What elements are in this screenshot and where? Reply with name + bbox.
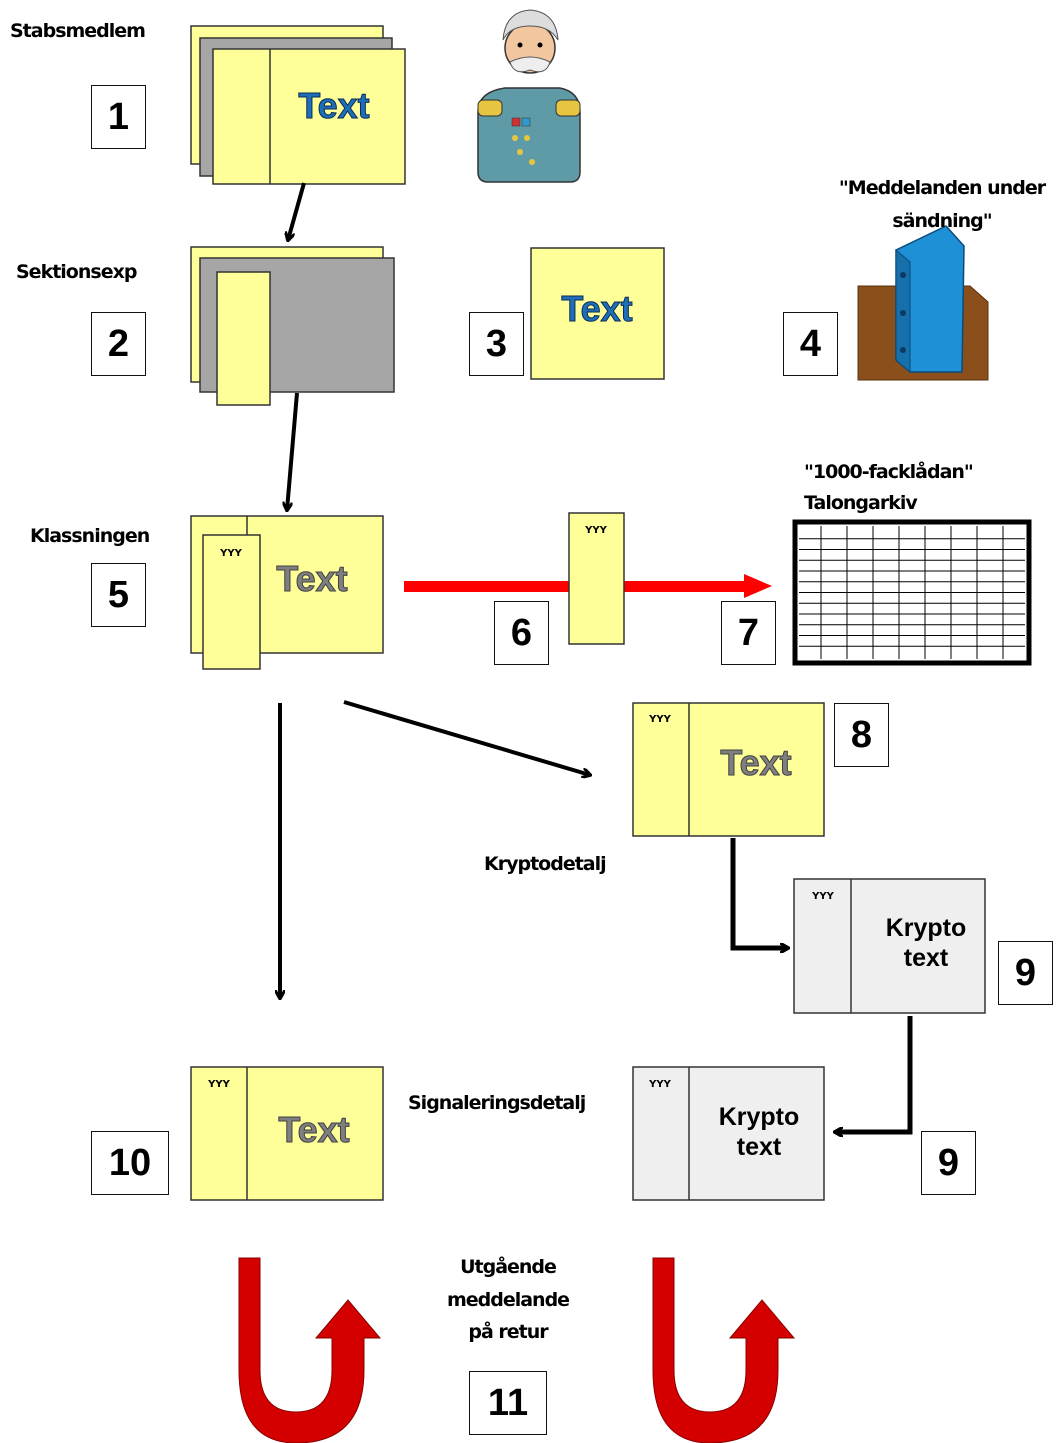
arrow-9-to-9 (835, 1016, 913, 1132)
crypto-tag-9b: YYY (648, 1079, 671, 1090)
arrow-2-to-5 (287, 392, 299, 510)
uturn-arrow-right (652, 1257, 796, 1443)
label-signaleringsdetalj: Signaleringsdetalj (408, 1092, 586, 1114)
step-number-3: 3 (469, 312, 524, 376)
card-text-10: Text (278, 1109, 349, 1150)
step-number-8: 8 (834, 703, 889, 767)
label-utgaende-line3: på retur (468, 1321, 548, 1343)
document-3: Text (530, 247, 665, 380)
step-number-2: 2 (91, 312, 146, 376)
crypto-document-9a: YYY Krypto text (793, 878, 986, 1014)
officer-icon (477, 9, 581, 183)
step-number-4: 4 (783, 312, 838, 376)
card-text-1: Text (298, 85, 369, 126)
document-10: YYY Text (190, 1066, 384, 1201)
crypto-line2-9b: text (737, 1133, 782, 1161)
card-text-5: Text (276, 558, 347, 599)
card-tag-5: YYY (219, 548, 242, 559)
talong-slip: YYY (568, 512, 625, 645)
label-meddelanden-line2: sändning" (892, 210, 992, 232)
document-stack-5: YYY Text (190, 515, 384, 670)
label-kryptodetalj: Kryptodetalj (484, 853, 607, 875)
step-number-10: 10 (91, 1131, 169, 1195)
step-number-9a: 9 (998, 941, 1053, 1005)
label-facklada: "1000-facklådan" (804, 461, 974, 483)
card-text-3: Text (561, 288, 632, 329)
card-tag-10: YYY (207, 1079, 230, 1090)
binder-icon (857, 225, 989, 381)
crypto-line2-9a: text (904, 944, 949, 972)
label-talongarkiv: Talongarkiv (804, 492, 918, 514)
step-number-9b: 9 (921, 1131, 976, 1195)
crypto-tag-9a: YYY (811, 891, 834, 902)
step-number-1: 1 (91, 85, 146, 149)
card-tag-8: YYY (648, 714, 671, 725)
step-number-5: 5 (91, 563, 146, 627)
document-8: YYY Text (632, 702, 825, 837)
crypto-line1-9a: Krypto (886, 914, 967, 942)
arrow-1-to-2 (288, 182, 306, 240)
archive-grid-icon (792, 519, 1032, 666)
label-klassningen: Klassningen (30, 525, 150, 547)
label-utgaende-line1: Utgående (460, 1256, 557, 1278)
step-number-6: 6 (494, 601, 549, 665)
document-stack-2 (190, 246, 395, 406)
crypto-line1-9b: Krypto (719, 1103, 800, 1131)
card-text-8: Text (720, 742, 791, 783)
step-number-11: 11 (469, 1371, 547, 1435)
step-number-7: 7 (721, 601, 776, 665)
arrow-5-to-8 (343, 700, 590, 775)
label-stabsmedlem: Stabsmedlem (10, 20, 146, 42)
slip-tag: YYY (584, 525, 607, 536)
arrow-8-to-9 (730, 838, 788, 948)
uturn-arrow-left (238, 1257, 382, 1443)
document-stack-1: Text (190, 25, 406, 185)
crypto-document-9b: YYY Krypto text (632, 1066, 825, 1201)
label-meddelanden-line1: "Meddelanden under (838, 177, 1046, 199)
label-sektionsexp: Sektionsexp (16, 261, 137, 283)
label-utgaende-line2: meddelande (446, 1289, 570, 1311)
